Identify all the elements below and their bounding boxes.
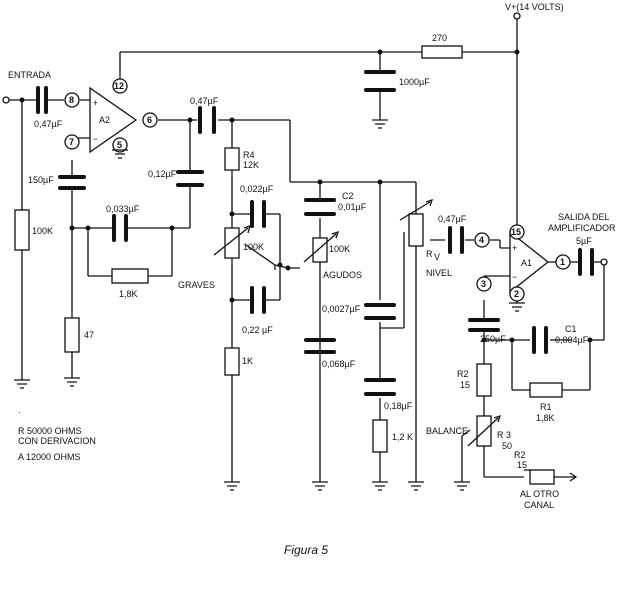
grounds [14, 119, 525, 491]
graves-label: GRAVES [178, 280, 215, 290]
resistor-47 [64, 317, 80, 353]
legend-dot: . [18, 405, 21, 415]
c-in-label: 0,47µF [34, 119, 63, 129]
wires [8, 18, 605, 482]
opamp-a1: + − A1 [509, 230, 550, 294]
r2-label: R2 [457, 369, 469, 379]
pin12: 12 [114, 81, 124, 91]
arrow-other-channel [554, 472, 578, 482]
r18k-label: 1,8K [119, 289, 138, 299]
resistor-1-2k [372, 419, 388, 453]
c012-label: 0,12µF [148, 169, 177, 179]
legend-a-line: A 12000 OHMS [18, 452, 81, 462]
r2b-value: 15 [517, 460, 527, 470]
c022-label: 0,22 µF [242, 325, 273, 335]
r100k-label: 100K [32, 226, 53, 236]
labels: V+(14 VOLTS) ENTRADA 0,47µF 270 1000µF 1… [8, 2, 616, 557]
pin-markers: 8 7 12 6 5 4 15 1 3 2 [64, 78, 571, 302]
balance-label: BALANCE [426, 426, 468, 436]
c0022-label: 0,022µF [240, 184, 274, 194]
pot-agudos [312, 237, 328, 263]
resistor-1-8k-a2 [111, 268, 149, 284]
c047-a1-label: 0,47µF [438, 214, 467, 224]
c0033-label: 0,033µF [106, 204, 140, 214]
c5-label: 5µF [576, 236, 592, 246]
a2-label: A2 [99, 115, 110, 125]
resistor-r1 [529, 382, 563, 398]
potentiometers [213, 198, 502, 447]
r1k-label: 1K [242, 356, 253, 366]
pin2: 2 [514, 289, 519, 299]
entrada-label: ENTRADA [8, 70, 51, 80]
r2b-label: R2 [514, 450, 526, 460]
c2-label: C2 [342, 191, 354, 201]
r1-label: R1 [540, 402, 552, 412]
pot-graves-label: 100K [243, 242, 264, 252]
c1000-label: 1000µF [399, 77, 430, 87]
capacitors [36, 70, 594, 396]
a1-label: A1 [521, 258, 532, 268]
c047-out-label: 0,47µF [190, 96, 219, 106]
r3-value: 50 [502, 441, 512, 451]
input-terminal [2, 96, 10, 104]
output-terminal [600, 258, 608, 266]
r3-label: R 3 [497, 430, 511, 440]
resistor-r4 [224, 147, 240, 171]
salida-label-2: AMPLIFICADOR [548, 223, 616, 233]
pot-graves [224, 227, 240, 259]
c00027-label: 0,0027µF [322, 304, 361, 314]
pin4: 4 [479, 235, 484, 245]
agudos-label: AGUDOS [323, 270, 362, 280]
c150-label: 150µF [28, 175, 54, 185]
pot-agudos-label: 100K [329, 244, 350, 254]
pin15: 15 [511, 227, 521, 237]
svg-text:+: + [512, 243, 517, 253]
resistor-100k-input [14, 209, 30, 251]
c2-value: 0,01µF [338, 202, 367, 212]
r4-value: 12K [243, 160, 259, 170]
c0068-label: 0,068µF [322, 359, 356, 369]
svg-text:−: − [93, 134, 98, 144]
legend-derivacion: CON DERIVACION [18, 436, 96, 446]
r270-label: 270 [432, 33, 447, 43]
terminals [2, 12, 608, 266]
c1-value: 0,004µF [555, 335, 589, 345]
r12k-label: 1,2 K [392, 432, 413, 442]
pin7: 7 [69, 137, 74, 147]
resistor-270 [421, 45, 463, 59]
opamp-a2: + − A2 [89, 86, 138, 154]
c250-label: 250µF [480, 334, 506, 344]
resistor-1k [224, 347, 240, 376]
supply-terminal [513, 12, 521, 20]
pin5: 5 [117, 140, 122, 150]
pin6: 6 [147, 115, 152, 125]
resistor-r2-other [529, 469, 555, 485]
r1-value: 1,8K [536, 413, 555, 423]
r2-value: 15 [460, 380, 470, 390]
svg-text:−: − [512, 272, 517, 282]
pot-rv [408, 213, 424, 247]
salida-label-1: SALIDA DEL [558, 212, 610, 222]
pin1: 1 [560, 257, 565, 267]
nivel-label: NIVEL [426, 268, 452, 278]
r47-label: 47 [84, 330, 94, 340]
rv-subscript: V [434, 252, 440, 262]
otro-canal-label-2: CANAL [524, 500, 554, 510]
rv-label: R [426, 249, 433, 259]
r4-label: R4 [243, 150, 255, 160]
c1-label: C1 [565, 324, 577, 334]
svg-text:+: + [93, 98, 98, 108]
figure-caption: Figura 5 [284, 543, 328, 557]
pin3: 3 [481, 279, 486, 289]
otro-canal-label-1: AL OTRO [520, 489, 559, 499]
resistor-r2 [476, 363, 492, 397]
pin8: 8 [69, 95, 74, 105]
c018-label: 0,18µF [384, 401, 413, 411]
legend-r-line: R 50000 OHMS [18, 426, 82, 436]
resistors [14, 45, 563, 485]
supply-label: V+(14 VOLTS) [505, 2, 564, 12]
